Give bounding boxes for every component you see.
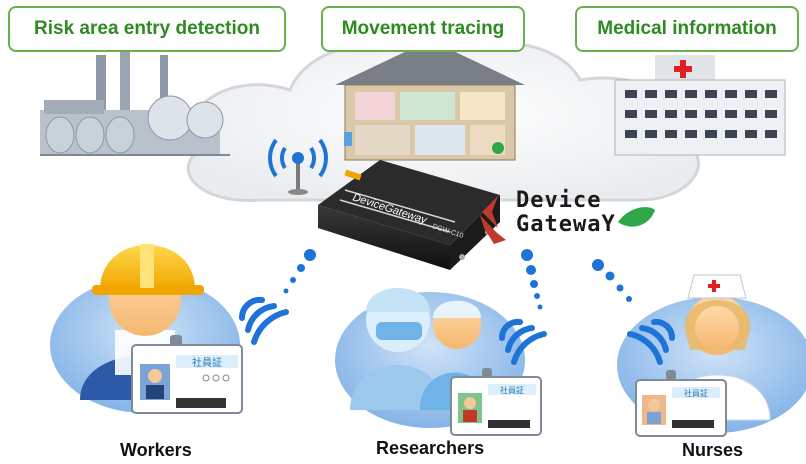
antenna-icon (268, 138, 328, 195)
caption-researchers: Researchers (376, 438, 485, 458)
badge-title-researcher: 社員証 (500, 385, 524, 395)
connection-dots-left (283, 249, 316, 294)
wifi-icon-nurse (627, 318, 676, 365)
wifi-icon-worker (238, 296, 289, 345)
house-illustration (335, 40, 525, 161)
badge-title-nurse: 社員証 (684, 388, 708, 398)
brand-line1: Device (516, 188, 602, 213)
id-badge-researcher: 社員証 (450, 368, 542, 436)
hospital-illustration (614, 55, 786, 156)
caption-nurses: Nurses (682, 440, 744, 460)
device-gateway-brand: Device GatewaY (478, 188, 648, 248)
device-gateway-logo-icon (480, 196, 655, 244)
caption-workers: Workers (120, 440, 192, 460)
risk-area-entry-detection-label: Risk area entry detection (8, 6, 286, 52)
brand-line2: GatewaY (516, 212, 616, 237)
connection-dots-center (521, 249, 543, 310)
connection-dots-right (592, 259, 632, 302)
movement-tracing-label: Movement tracing (321, 6, 525, 52)
wifi-icon-researcher (498, 318, 547, 365)
factory-illustration (40, 45, 230, 156)
id-badge-nurse: 社員証 (635, 370, 727, 437)
badge-title-worker: 社員証 (192, 356, 222, 369)
medical-information-label: Medical information (575, 6, 799, 52)
id-badge-worker: 社員証 (131, 335, 243, 414)
